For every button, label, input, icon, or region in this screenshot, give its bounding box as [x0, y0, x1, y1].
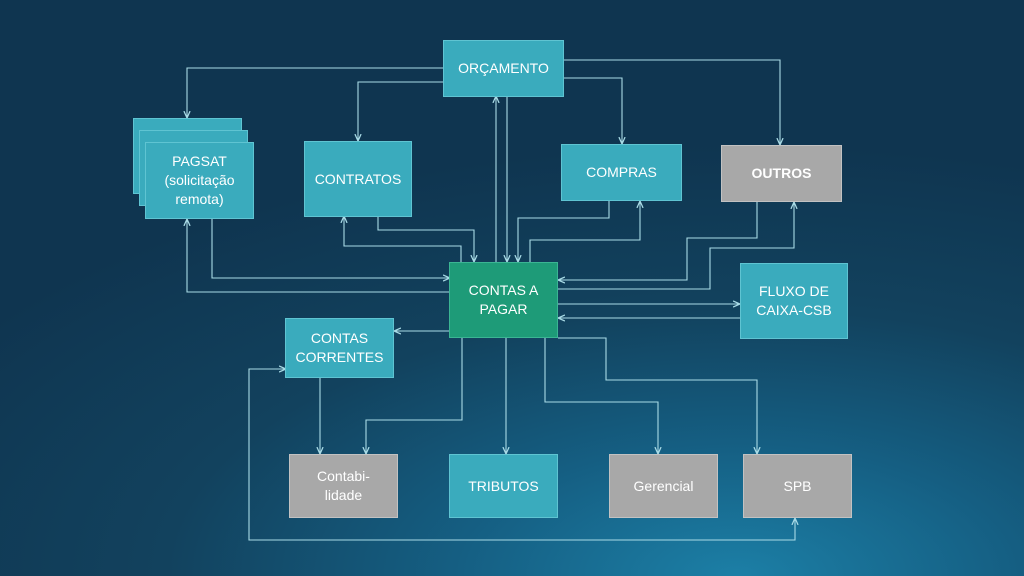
node-pagsat[interactable]: PAGSAT (solicitação remota)	[145, 142, 254, 219]
node-tributos[interactable]: TRIBUTOS	[449, 454, 558, 518]
node-fluxo-de-caixa[interactable]: FLUXO DE CAIXA-CSB	[740, 263, 848, 339]
node-contas-correntes-label: CONTAS CORRENTES	[295, 330, 384, 365]
node-spb[interactable]: SPB	[743, 454, 852, 518]
node-spb-label: SPB	[783, 477, 812, 494]
arrow-contas-pagar-pagsat	[187, 219, 450, 293]
node-contabilidade[interactable]: Contabi- lidade	[289, 454, 398, 518]
arrow-outros-contas-pagar	[558, 202, 758, 280]
node-outros[interactable]: OUTROS	[721, 145, 842, 202]
node-pagsat-label: PAGSAT (solicitação remota)	[164, 153, 235, 207]
arrow-contas-pagar-compras	[529, 201, 640, 262]
node-orcamento[interactable]: ORÇAMENTO	[443, 40, 564, 97]
arrow-pagsat-contas-pagar	[211, 218, 450, 278]
node-orcamento-label: ORÇAMENTO	[458, 60, 549, 76]
arrow-orcamento-contratos	[358, 81, 444, 141]
arrow-orcamento-outros	[563, 59, 780, 145]
arrow-contratos-contas-pagar	[377, 216, 474, 262]
node-contas-a-pagar-label: CONTAS A PAGAR	[468, 282, 539, 317]
node-gerencial-label: Gerencial	[633, 477, 694, 494]
node-outros-label: OUTROS	[751, 165, 812, 181]
arrow-orcamento-pagsat	[187, 67, 444, 118]
node-contratos-label: CONTRATOS	[314, 170, 402, 187]
node-compras-label: COMPRAS	[586, 164, 657, 180]
node-contabilidade-label: Contabi- lidade	[317, 468, 370, 503]
node-fluxo-de-caixa-label: FLUXO DE CAIXA-CSB	[756, 283, 832, 318]
node-gerencial[interactable]: Gerencial	[609, 454, 718, 518]
node-contas-correntes[interactable]: CONTAS CORRENTES	[285, 318, 394, 378]
node-compras[interactable]: COMPRAS	[561, 144, 682, 201]
node-contas-a-pagar[interactable]: CONTAS A PAGAR	[449, 262, 558, 338]
arrow-contas-pagar-contratos	[344, 216, 462, 262]
arrow-compras-contas-pagar	[518, 201, 610, 262]
node-contratos[interactable]: CONTRATOS	[304, 141, 412, 217]
node-tributos-label: TRIBUTOS	[468, 477, 539, 494]
arrow-contas-pagar-gerencial	[544, 337, 658, 454]
arrow-loop-contas-correntes-spb	[248, 369, 795, 541]
arrow-contas-pagar-outros	[558, 202, 794, 290]
arrow-orcamento-compras	[563, 77, 622, 144]
